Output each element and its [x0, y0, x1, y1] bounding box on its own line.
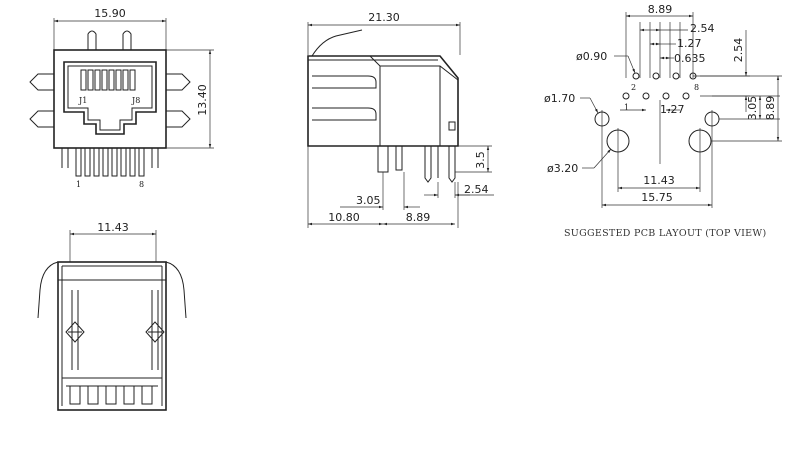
pin-label-j1: J1: [78, 96, 87, 105]
front-height-dim: 13.40: [196, 84, 209, 116]
pcb-label-pin2: 2: [631, 83, 636, 92]
top-view: 11.43: [37, 221, 187, 411]
pcb-bottom-1575: 15.75: [641, 191, 673, 204]
pcb-bottom-1143: 11.43: [643, 174, 675, 187]
front-width-dim: 15.90: [94, 7, 126, 20]
pcb-pitch-a: 2.54: [690, 22, 715, 35]
side-offset-dim: 3.05: [356, 194, 381, 207]
pcb-holes-row1: [632, 72, 697, 80]
side-length-dim: 21.30: [368, 11, 400, 24]
side-view: 21.30 3.5 2.54: [307, 11, 494, 228]
pcb-hole-large: ø3.20: [547, 162, 578, 175]
pcb-hole-mid: ø1.70: [544, 92, 575, 105]
pcb-layout-view: 8.89 2.54 1.27 0.635 2.54: [544, 3, 782, 239]
pcb-label-pin1: 1: [624, 103, 629, 112]
pcb-inner-127: 1.27: [660, 103, 685, 116]
pcb-pitch-b: 1.27: [677, 37, 702, 50]
side-back-dim: 8.89: [406, 211, 431, 224]
front-view: 15.90 J1 J8: [29, 7, 214, 189]
pcb-vert-pitch: 2.54: [732, 38, 745, 63]
side-pin-height-dim: 3.5: [474, 151, 487, 169]
pcb-pitch-c: 0.635: [674, 52, 706, 65]
front-pins: [75, 147, 145, 177]
pcb-holes-row2: [622, 92, 690, 100]
pcb-hole-small: ø0.90: [576, 50, 607, 63]
side-pitch-dim: 2.54: [464, 183, 489, 196]
pcb-vert-305: 3.05: [746, 96, 759, 121]
pcb-caption: SUGGESTED PCB LAYOUT (TOP VIEW): [564, 228, 766, 239]
pin-num-8: 8: [139, 180, 144, 189]
pcb-vert-889: 8.89: [764, 96, 777, 121]
top-width-dim: 11.43: [97, 221, 129, 234]
pin-label-j8: J8: [131, 96, 140, 105]
side-front-dim: 10.80: [328, 211, 360, 224]
contact-fingers: [80, 69, 136, 91]
pcb-top-dim: 8.89: [648, 3, 673, 16]
pin-num-1: 1: [76, 180, 81, 189]
pcb-label-pin8: 8: [694, 83, 699, 92]
